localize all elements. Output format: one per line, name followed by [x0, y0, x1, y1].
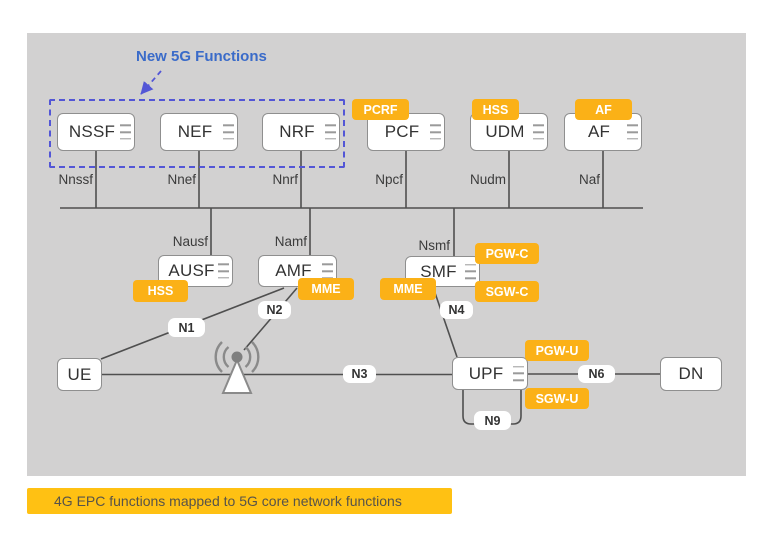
node-nrf-label: NRF [279, 122, 315, 141]
iface-nudm: Nudm [469, 172, 506, 187]
node-udm-label: UDM [485, 122, 525, 141]
node-upf-label: UPF [468, 363, 504, 383]
nf-card-lines-icon [218, 263, 229, 279]
new-5g-functions-title: New 5G Functions [136, 48, 267, 65]
node-smf-label: SMF [420, 261, 457, 281]
nf-card-lines-icon [322, 263, 333, 279]
iface-nsmf: Nsmf [418, 238, 451, 253]
epc-tag-mme-smf: MME [380, 278, 436, 300]
legend-text: 4G EPC functions mapped to 5G core netwo… [54, 493, 402, 509]
node-nssf-label: NSSF [68, 122, 116, 141]
iface-nausf: Nausf [172, 234, 208, 249]
iface-namf: Namf [274, 234, 307, 249]
epc-tag-af: AF [575, 99, 632, 120]
nf-card-lines-icon [223, 124, 234, 140]
node-nssf: NSSF [57, 113, 135, 151]
epc-tag-hss-udm: HSS [472, 99, 519, 120]
node-ausf-label: AUSF [168, 261, 215, 280]
nf-card-lines-icon [627, 124, 638, 140]
node-dn: DN [660, 357, 722, 391]
nf-card-lines-icon [465, 263, 476, 280]
ref-n4: N4 [440, 301, 473, 319]
node-dn-label: DN [678, 364, 704, 383]
legend-bar: 4G EPC functions mapped to 5G core netwo… [27, 488, 452, 514]
node-ue-label: UE [67, 364, 92, 384]
nf-card-lines-icon [430, 124, 441, 140]
epc-tag-hss-ausf: HSS [133, 280, 188, 302]
iface-nnssf: Nnssf [58, 172, 93, 187]
node-af-label: AF [587, 122, 611, 141]
iface-npcf: Npcf [375, 172, 403, 187]
nf-card-lines-icon [120, 124, 131, 140]
ref-n6: N6 [578, 365, 615, 383]
node-nef-label: NEF [177, 122, 213, 141]
node-amf: AMF [258, 255, 337, 287]
epc-tag-pgw-u: PGW-U [525, 340, 589, 361]
epc-tag-pgw-c: PGW-C [475, 243, 539, 264]
iface-nnef: Nnef [167, 172, 196, 187]
ref-n9: N9 [474, 411, 511, 430]
new-5g-functions-group-outline [49, 99, 345, 168]
node-pcf-label: PCF [384, 122, 420, 141]
iface-nnrf: Nnrf [272, 172, 298, 187]
node-udm: UDM [470, 113, 548, 151]
epc-tag-pcrf: PCRF [352, 99, 409, 120]
iface-naf: Naf [578, 172, 600, 187]
node-nrf: NRF [262, 113, 340, 151]
nf-card-lines-icon [513, 365, 524, 382]
epc-tag-sgw-c: SGW-C [475, 281, 539, 302]
node-ue: UE [57, 358, 102, 391]
ref-n1: N1 [168, 318, 205, 337]
node-nef: NEF [160, 113, 238, 151]
ref-n2: N2 [258, 301, 291, 319]
nf-card-lines-icon [325, 124, 336, 140]
epc-tag-mme-amf: MME [298, 278, 354, 300]
epc-tag-sgw-u: SGW-U [525, 388, 589, 409]
nf-card-lines-icon [533, 124, 544, 140]
ref-n3: N3 [343, 365, 376, 383]
node-ausf: AUSF [158, 255, 233, 287]
node-upf: UPF [452, 357, 528, 390]
node-amf-label: AMF [275, 261, 312, 280]
